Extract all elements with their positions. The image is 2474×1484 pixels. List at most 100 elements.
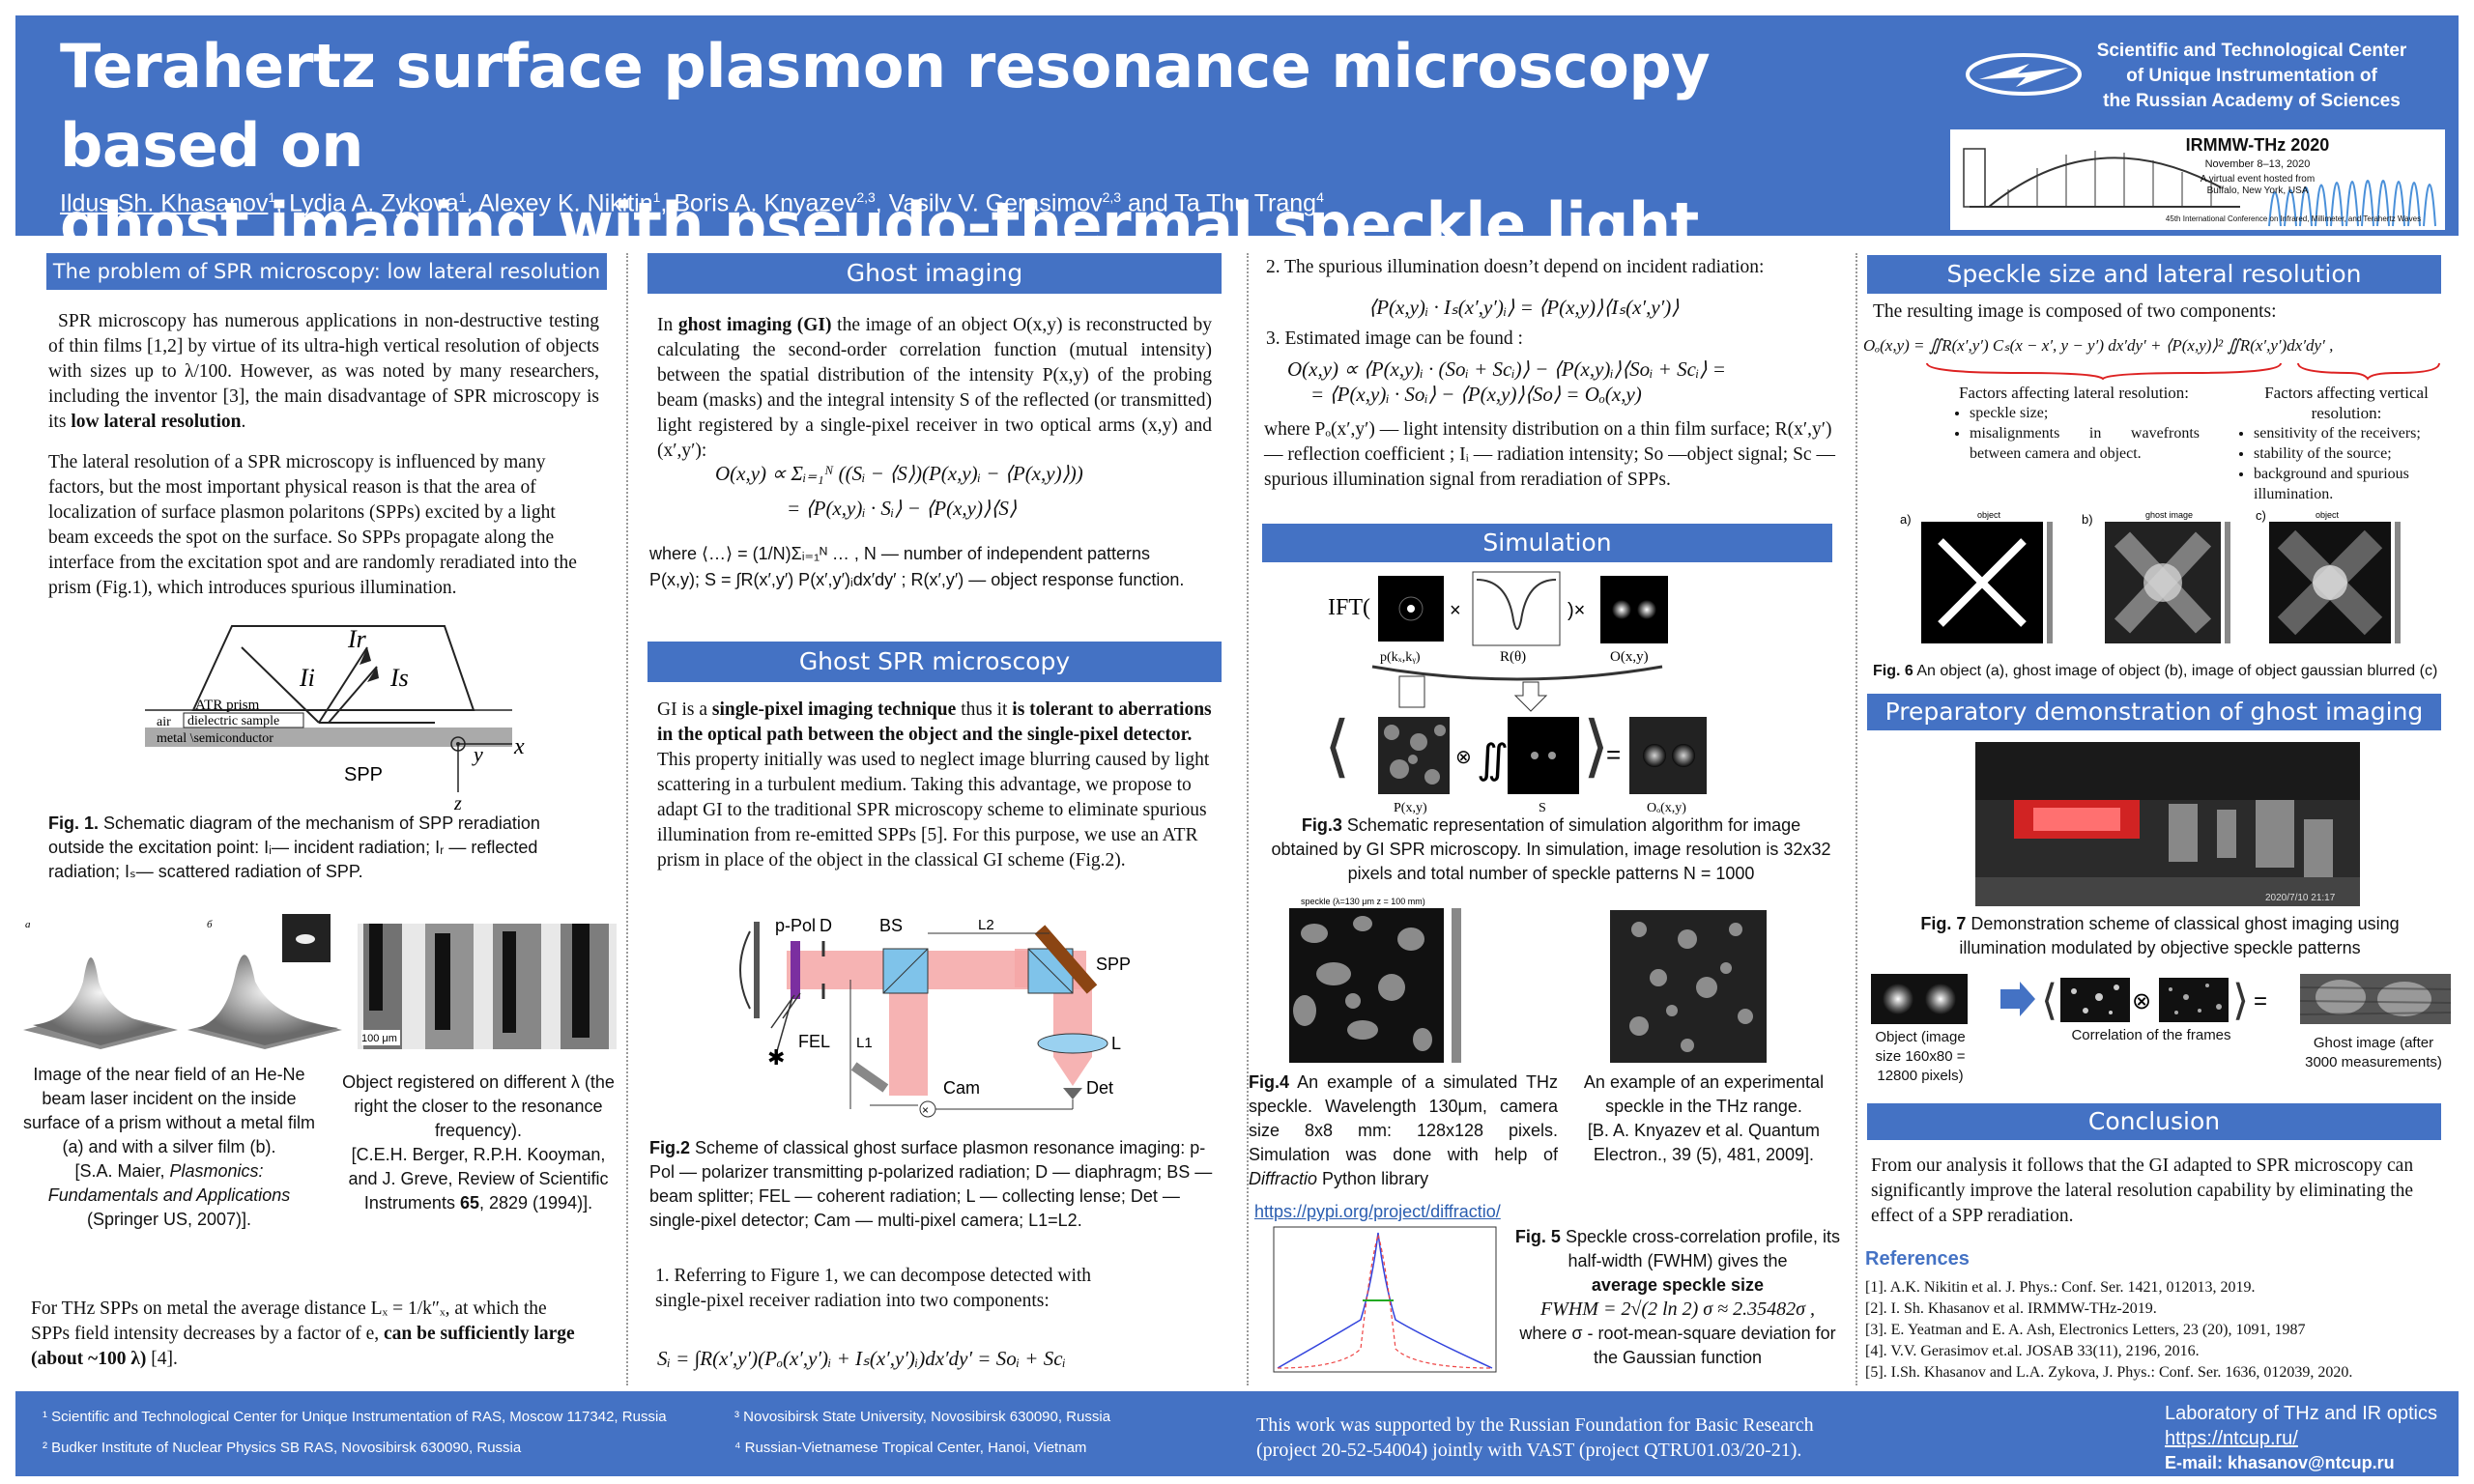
list-item: sensitivity of the receivers;	[2254, 423, 2460, 443]
panel-label: a)	[1900, 512, 1912, 527]
gi-formula-1: O(x,y) ∝ Σᵢ₌₁ᴺ ((Sᵢ − ⟨S⟩)(P(x,y)ᵢ − ⟨P(…	[715, 462, 1083, 485]
experimental-speckle-image	[1610, 910, 1767, 1063]
section-heading-speckle: Speckle size and lateral resolution	[1867, 255, 2441, 294]
author-affiliation: 1	[458, 189, 467, 205]
panel-label: b)	[2082, 512, 2093, 527]
text: P(x,y); S = ∫R(x′,y′) P(x′,y′)ᵢdx′dy′ ; …	[649, 570, 1185, 589]
scale-bar-label: 100 μm	[361, 1033, 397, 1044]
object-caption: Object registered on different λ (the ri…	[338, 1070, 618, 1215]
fig5-caption: Fig. 5 Speckle cross-correlation profile…	[1508, 1225, 1848, 1370]
factor-title: Factors affecting lateral resolution:	[1958, 384, 2190, 402]
section-heading-ghost-imaging: Ghost imaging	[647, 253, 1222, 294]
oo-formula: Oₒ(x,y) = ∬R(x′,y′) Cₛ(x − x′, y − y′) d…	[1863, 336, 2334, 355]
caption-text: Demonstration scheme of classical ghost …	[1959, 914, 2400, 957]
caption-ref: [B. A. Knyazev et al. Quantum Electron.,…	[1587, 1121, 1821, 1164]
caption-ref-italic: Plasmonics: Fundamentals and Application…	[47, 1161, 291, 1205]
references-heading: References	[1865, 1248, 1970, 1270]
section-heading-conclusion: Conclusion	[1867, 1103, 2441, 1140]
text: This property initially was used to negl…	[657, 750, 1210, 870]
fig1-x-axis: x	[513, 734, 525, 759]
author-affiliation: 1	[268, 189, 276, 205]
caption-label: Fig. 5	[1514, 1227, 1561, 1246]
fig2-ppol-label: p-Pol	[775, 916, 816, 935]
poster-title: Terahertz surface plasmon resonance micr…	[60, 27, 1896, 265]
diffractio-link[interactable]: https://pypi.org/project/diffractio/	[1254, 1202, 1501, 1221]
fig1-air-label: air	[157, 715, 171, 729]
text-bold: ghost imaging (GI)	[677, 315, 832, 335]
caption-ref: [C.E.H. Berger, R.P.H. Kooyman, and J. G…	[348, 1145, 609, 1213]
svg-text:⟨: ⟨	[1324, 710, 1350, 785]
fel-star-icon: ✱	[767, 1045, 785, 1070]
si-formula: Sᵢ = ∫R(x′,y′)(Pₒ(x′,y′)ᵢ + Iₛ(x′,y′)ᵢ)d…	[657, 1347, 1066, 1370]
section-heading-simulation: Simulation	[1262, 524, 1832, 562]
conference-subtitle: Buffalo, New York, USA	[2206, 186, 2309, 196]
caption-ref: [S.A. Maier,	[74, 1161, 165, 1181]
author-affiliation: 2,3	[856, 189, 876, 205]
institute-line: the Russian Academy of Sciences	[2103, 91, 2401, 111]
fig2-spp-label: SPP	[1096, 955, 1131, 974]
text-bold: single-pixel imaging technique	[711, 699, 957, 720]
times-symbol: ×	[1450, 600, 1461, 621]
fig1-spp-label: SPP	[344, 764, 383, 785]
demo-scheme: ⟨ ⊗ ⟩ =	[1871, 974, 2452, 1024]
speckle-title: speckle (λ=130 μm z = 100 mm)	[1301, 897, 1425, 906]
affiliation-4: ⁴ Russian-Vietnamese Tropical Center, Ha…	[734, 1440, 1087, 1456]
svg-text:=: =	[2254, 988, 2267, 1014]
caption-text: An object (a), ghost image of object (b)…	[1916, 663, 2438, 679]
gi-paragraph: In ghost imaging (GI) the image of an ob…	[657, 313, 1212, 464]
svg-text:⊗: ⊗	[1455, 747, 1472, 768]
pxy-label: P(x,y)	[1394, 801, 1427, 815]
text-bold: low lateral resolution	[71, 412, 242, 432]
author: Alexey K. Nikitin	[478, 189, 653, 217]
list-item: stability of the source;	[2254, 443, 2460, 464]
conference-subtitle: A virtual event hosted from	[2200, 174, 2316, 185]
experimental-speckle-caption: An example of an experimental speckle in…	[1564, 1070, 1844, 1167]
fig1-ii-label: Ii	[299, 664, 315, 692]
fig4-caption: Fig.4 An example of a simulated THz spec…	[1249, 1070, 1558, 1191]
author: Vasily V. Gerasimov	[888, 189, 1103, 217]
image-label: б	[207, 919, 213, 930]
fig2-caption: Fig.2 Scheme of classical ghost surface …	[649, 1136, 1223, 1233]
fig1-is-label: Is	[389, 664, 409, 692]
bridge-icon	[1963, 148, 2436, 227]
speckle-intro: The resulting image is composed of two c…	[1873, 301, 2277, 322]
s-label: S	[1539, 801, 1546, 815]
caption-text: An example of an experimental speckle in…	[1583, 1072, 1825, 1116]
lateral-factors: Factors affecting lateral resolution: sp…	[1948, 383, 2200, 464]
title-line-2: ghost imaging with pseudo-thermal speckl…	[60, 189, 1699, 260]
caption-label: Fig.4	[1249, 1072, 1290, 1092]
list-item: background and spurious illumination.	[2254, 464, 2460, 504]
fig1-z-axis: z	[453, 793, 462, 812]
reference-item: [4]. V.V. Gerasimov et.al. JOSAB 33(11),…	[1865, 1343, 2200, 1359]
fig6-images: a) object b) ghost image c) object	[1900, 510, 2401, 643]
reference-item: [1]. A.K. Nikitin et al. J. Phys.: Conf.…	[1865, 1279, 2256, 1296]
text: SPR microscopy has numerous applications…	[48, 311, 599, 432]
close-times-symbol: )×	[1568, 600, 1585, 621]
institute-line: Scientific and Technological Center	[2096, 41, 2407, 61]
caption-label: Fig.3	[1301, 815, 1342, 835]
fig2-l1-label: L1	[856, 1035, 873, 1051]
caption-label: Fig. 6	[1873, 663, 1913, 679]
institute-name: Scientific and Technological Center of U…	[2078, 39, 2426, 114]
near-field-caption: Image of the near field of an He-Ne beam…	[19, 1063, 319, 1232]
lateral-factor-list: speckle size;misalignments in wavefronts…	[1948, 403, 2200, 464]
ift-label: IFT(	[1328, 595, 1370, 620]
object-lambda-image: 100 μm	[358, 924, 617, 1049]
fig2-bs-label: BS	[879, 916, 903, 935]
conclusion-text: From our analysis it follows that the GI…	[1871, 1156, 2414, 1226]
fig1-metal-label: metal \semiconductor	[157, 731, 273, 746]
simulated-speckle-image: speckle (λ=130 μm z = 100 mm)	[1289, 897, 1461, 1063]
fig1-caption: Fig. 1. Schematic diagram of the mechani…	[48, 812, 599, 884]
demo-correlation-label: Correlation of the frames	[2071, 1027, 2231, 1043]
lab-website-link[interactable]: https://ntcup.ru/	[2165, 1428, 2298, 1449]
caption-label: Fig.2	[649, 1138, 691, 1157]
image-label: a	[25, 919, 31, 930]
author-affiliation: 2,3	[1102, 189, 1122, 205]
author-list: Ildus Sh. Khasanov1, Lydia A. Zykova1, A…	[60, 189, 1324, 217]
caption-text: Speckle cross-correlation profile, its h…	[1565, 1227, 1841, 1270]
column-divider	[1856, 253, 1857, 1385]
contact-email[interactable]: E-mail: khasanov@ntcup.ru	[2165, 1453, 2395, 1472]
caption-text: Image of the near field of an He-Ne beam…	[22, 1065, 316, 1156]
svg-text:×: ×	[922, 1103, 929, 1117]
fig1-spp-diagram: ATR prism air dielectric sample metal \s…	[145, 625, 525, 812]
